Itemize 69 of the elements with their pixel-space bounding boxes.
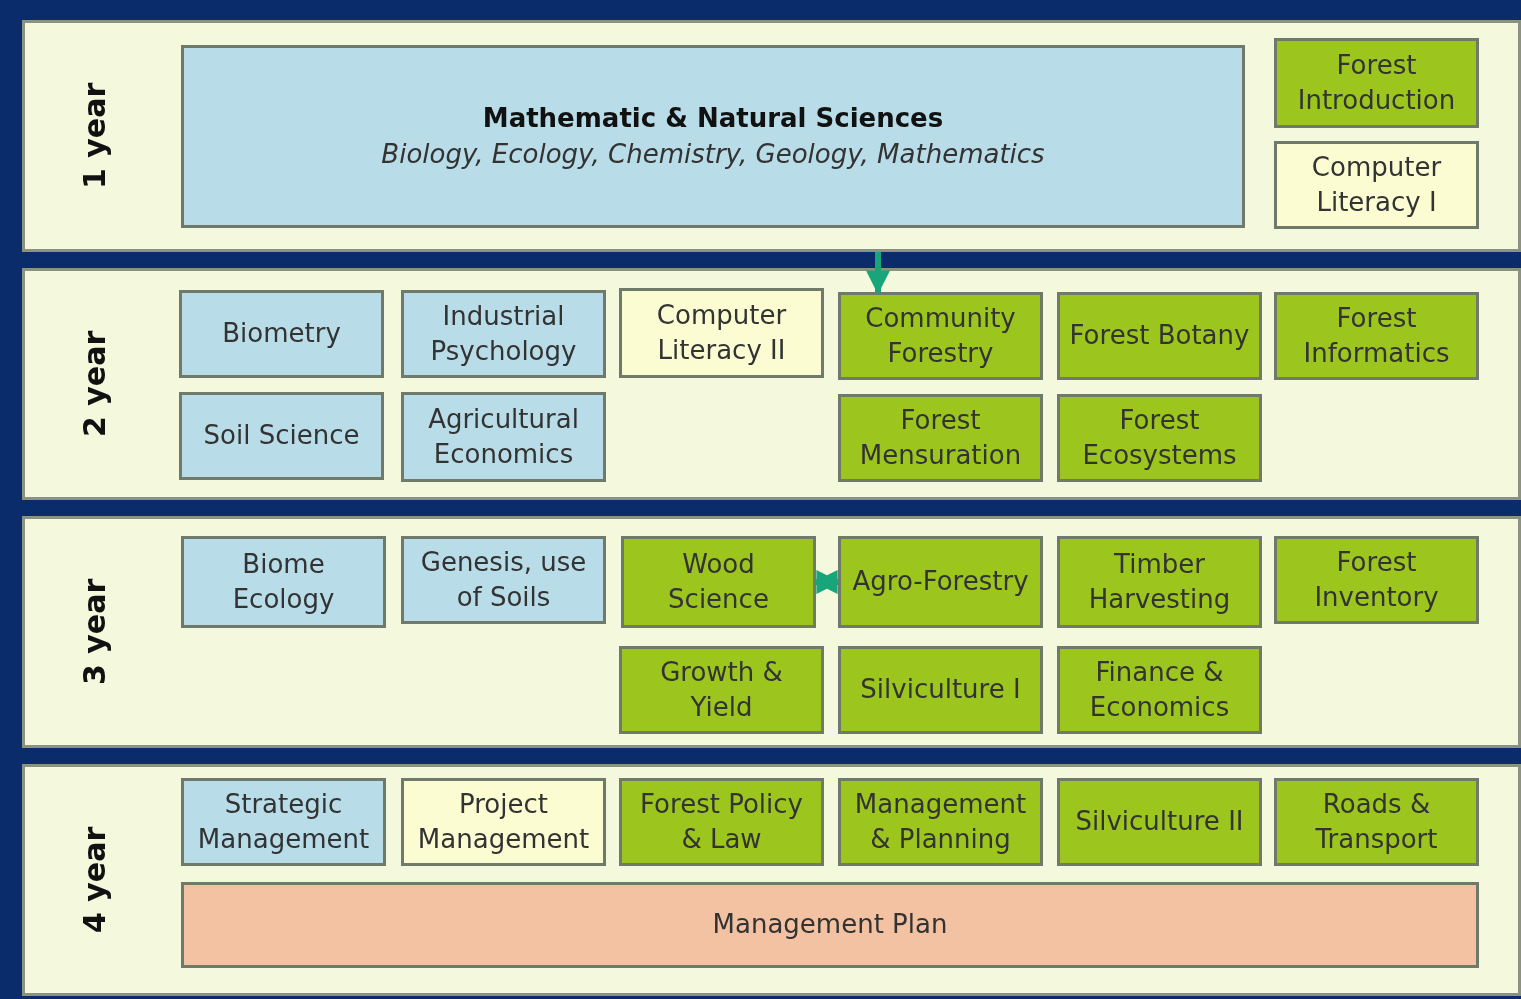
course-name: Forest Ecosystems (1081, 403, 1238, 472)
course-box (179, 392, 384, 480)
course-name: Forest Inventory (1313, 545, 1440, 614)
course-box (621, 536, 816, 628)
year-label: 2 year (76, 329, 113, 440)
course-name: Soil Science (203, 419, 360, 453)
course-box (1057, 536, 1262, 628)
course-box (1057, 778, 1262, 866)
course-name: Biometry (222, 317, 341, 351)
course-name: Management Plan (712, 908, 948, 942)
course-name: Wood Science (667, 547, 770, 616)
course-name: Strategic Management (196, 787, 371, 856)
course-box (401, 536, 606, 624)
course-name: Computer Literacy I (1310, 150, 1443, 219)
course-name: Forest Introduction (1296, 48, 1457, 117)
arrow (866, 252, 890, 295)
arrow (813, 570, 841, 594)
course-box (838, 292, 1043, 380)
year-label: 4 year (76, 825, 113, 936)
course-name: Silviculture II (1075, 805, 1244, 839)
course-box (1274, 38, 1479, 128)
course-name: Forest Policy & Law (639, 787, 804, 856)
course-box (619, 646, 824, 734)
course-name: Forest Botany (1069, 319, 1250, 353)
course-name: Management & Planning (853, 787, 1028, 856)
course-name: Roads & Transport (1314, 787, 1439, 856)
course-box (181, 882, 1479, 968)
course-box (181, 536, 386, 628)
course-box (1274, 141, 1479, 229)
course-name: Timber Harvesting (1087, 547, 1232, 616)
course-box (179, 290, 384, 378)
course-box (619, 288, 824, 378)
year-band (22, 764, 1521, 996)
course-box (1274, 778, 1479, 866)
course-name: Silviculture I (860, 673, 1021, 707)
course-name: Industrial Psychology (429, 299, 578, 368)
course-box (1057, 646, 1262, 734)
year-label: 3 year (76, 577, 113, 688)
year-band (22, 20, 1521, 252)
course-box (838, 536, 1043, 628)
course-name: Agro-Forestry (852, 565, 1029, 599)
course-box (838, 646, 1043, 734)
course-name: Growth & Yield (659, 655, 784, 724)
year-band (22, 268, 1521, 500)
course-box (1057, 394, 1262, 482)
course-name: Finance & Economics (1088, 655, 1231, 724)
course-name: Project Management (416, 787, 591, 856)
course-name: Community Forestry (864, 301, 1017, 370)
course-box (838, 394, 1043, 482)
course-box (401, 290, 606, 378)
year-band (22, 516, 1521, 748)
course-box (1274, 536, 1479, 624)
course-box (401, 392, 606, 482)
course-name: Biome Ecology (231, 547, 336, 616)
course-name: Agricultural Economics (427, 402, 580, 471)
subject-heading: Mathematic & Natural Sciences (482, 102, 944, 136)
course-box (1057, 292, 1262, 380)
course-box (181, 45, 1245, 228)
course-name: Genesis, use of Soils (419, 545, 588, 614)
course-name: Computer Literacy II (655, 298, 788, 367)
course-box (401, 778, 606, 866)
year-label: 1 year (76, 81, 113, 192)
course-box (1274, 292, 1479, 380)
subject-list: Biology, Ecology, Chemistry, Geology, Mathematics (381, 136, 1045, 172)
course-box (181, 778, 386, 866)
course-name: Forest Informatics (1302, 301, 1451, 370)
course-name: Forest Mensuration (858, 403, 1023, 472)
course-box (838, 778, 1043, 866)
course-box (619, 778, 824, 866)
